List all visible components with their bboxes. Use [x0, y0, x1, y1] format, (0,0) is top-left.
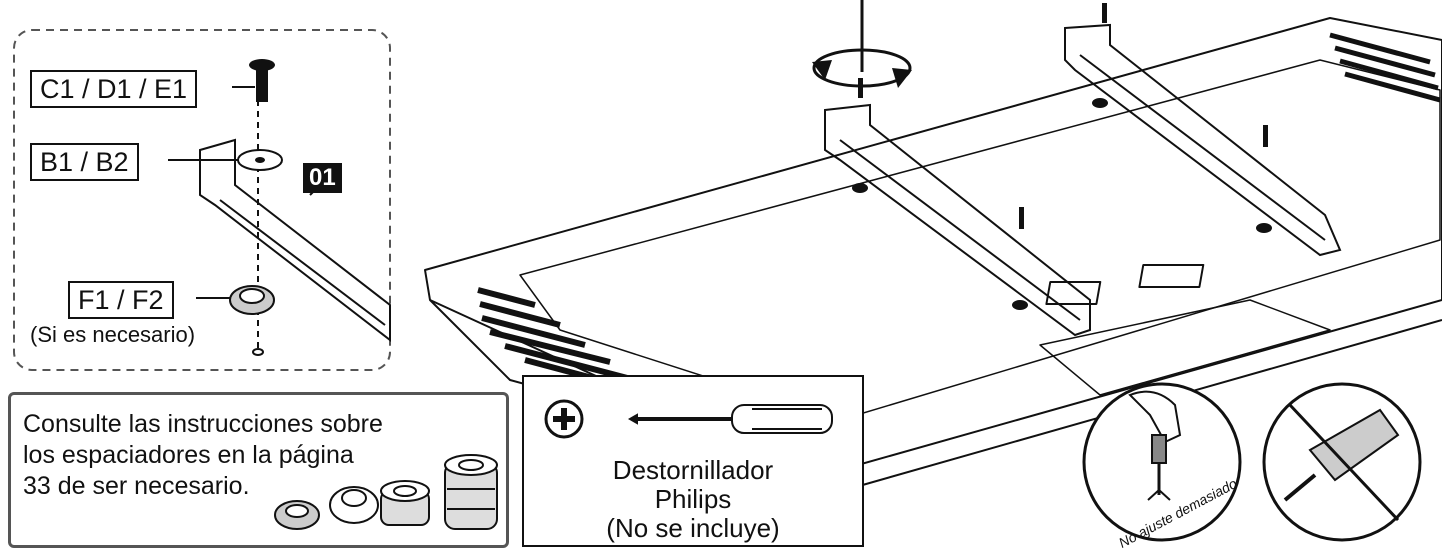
tv-inner-area: [519, 59, 1441, 421]
info-line-1: Consulte las instrucciones sobre: [23, 410, 383, 438]
spacer-icon: [444, 454, 498, 530]
bracket-number-badge: 01: [303, 163, 342, 193]
tv-panel-outline: [424, 17, 1442, 471]
tool-name-line-2: Philips: [654, 484, 732, 514]
connector-block: [1045, 281, 1102, 305]
phillips-plus-icon: [544, 399, 584, 439]
vent-slots-right: [1329, 32, 1441, 103]
spacer-icon: [274, 500, 320, 530]
spacer-label: F1 / F2: [68, 281, 174, 319]
spacer-set-illustration: [274, 454, 498, 530]
tool-name-line-1: Destornillador: [612, 455, 774, 485]
washer-label: B1 / B2: [30, 143, 139, 181]
mount-brackets: [824, 23, 1342, 337]
rotation-arrows-icon: [812, 0, 912, 88]
stand-neck-plate: [1039, 299, 1331, 396]
overtighten-warning: [1082, 382, 1422, 542]
hand-screwdriver-icon: [1128, 390, 1182, 501]
spacer-icon: [329, 486, 379, 524]
detail-dashed-frame: [13, 29, 391, 371]
washer-icon: [237, 149, 283, 171]
screws-on-tv: [852, 3, 1272, 310]
tool-icons: [544, 399, 833, 439]
screw-icon: [249, 59, 275, 102]
bracket-left: [824, 103, 1091, 337]
spacer-icon: [229, 285, 275, 315]
tool-required-box: Destornillador Philips (No se incluye): [522, 375, 864, 547]
spacer-info-text: Consulte las instrucciones sobre los esp…: [23, 409, 493, 502]
detail-callout: [13, 29, 391, 371]
tool-note: (No se incluye): [606, 513, 780, 543]
spacer-icon: [380, 480, 430, 526]
spacer-note: (Si es necesario): [30, 322, 196, 347]
info-line-3: 33 de ser necesario.: [23, 472, 250, 500]
bracket-right: [1064, 23, 1342, 257]
spacer-info-box: Consulte las instrucciones sobre los esp…: [8, 392, 509, 548]
screw-label: C1 / D1 / E1: [30, 70, 198, 108]
bracket-detail: [199, 138, 391, 343]
info-line-2: los espaciadores en la página: [23, 441, 354, 469]
screwdriver-icon: [627, 404, 833, 434]
connector-block: [1138, 264, 1205, 288]
